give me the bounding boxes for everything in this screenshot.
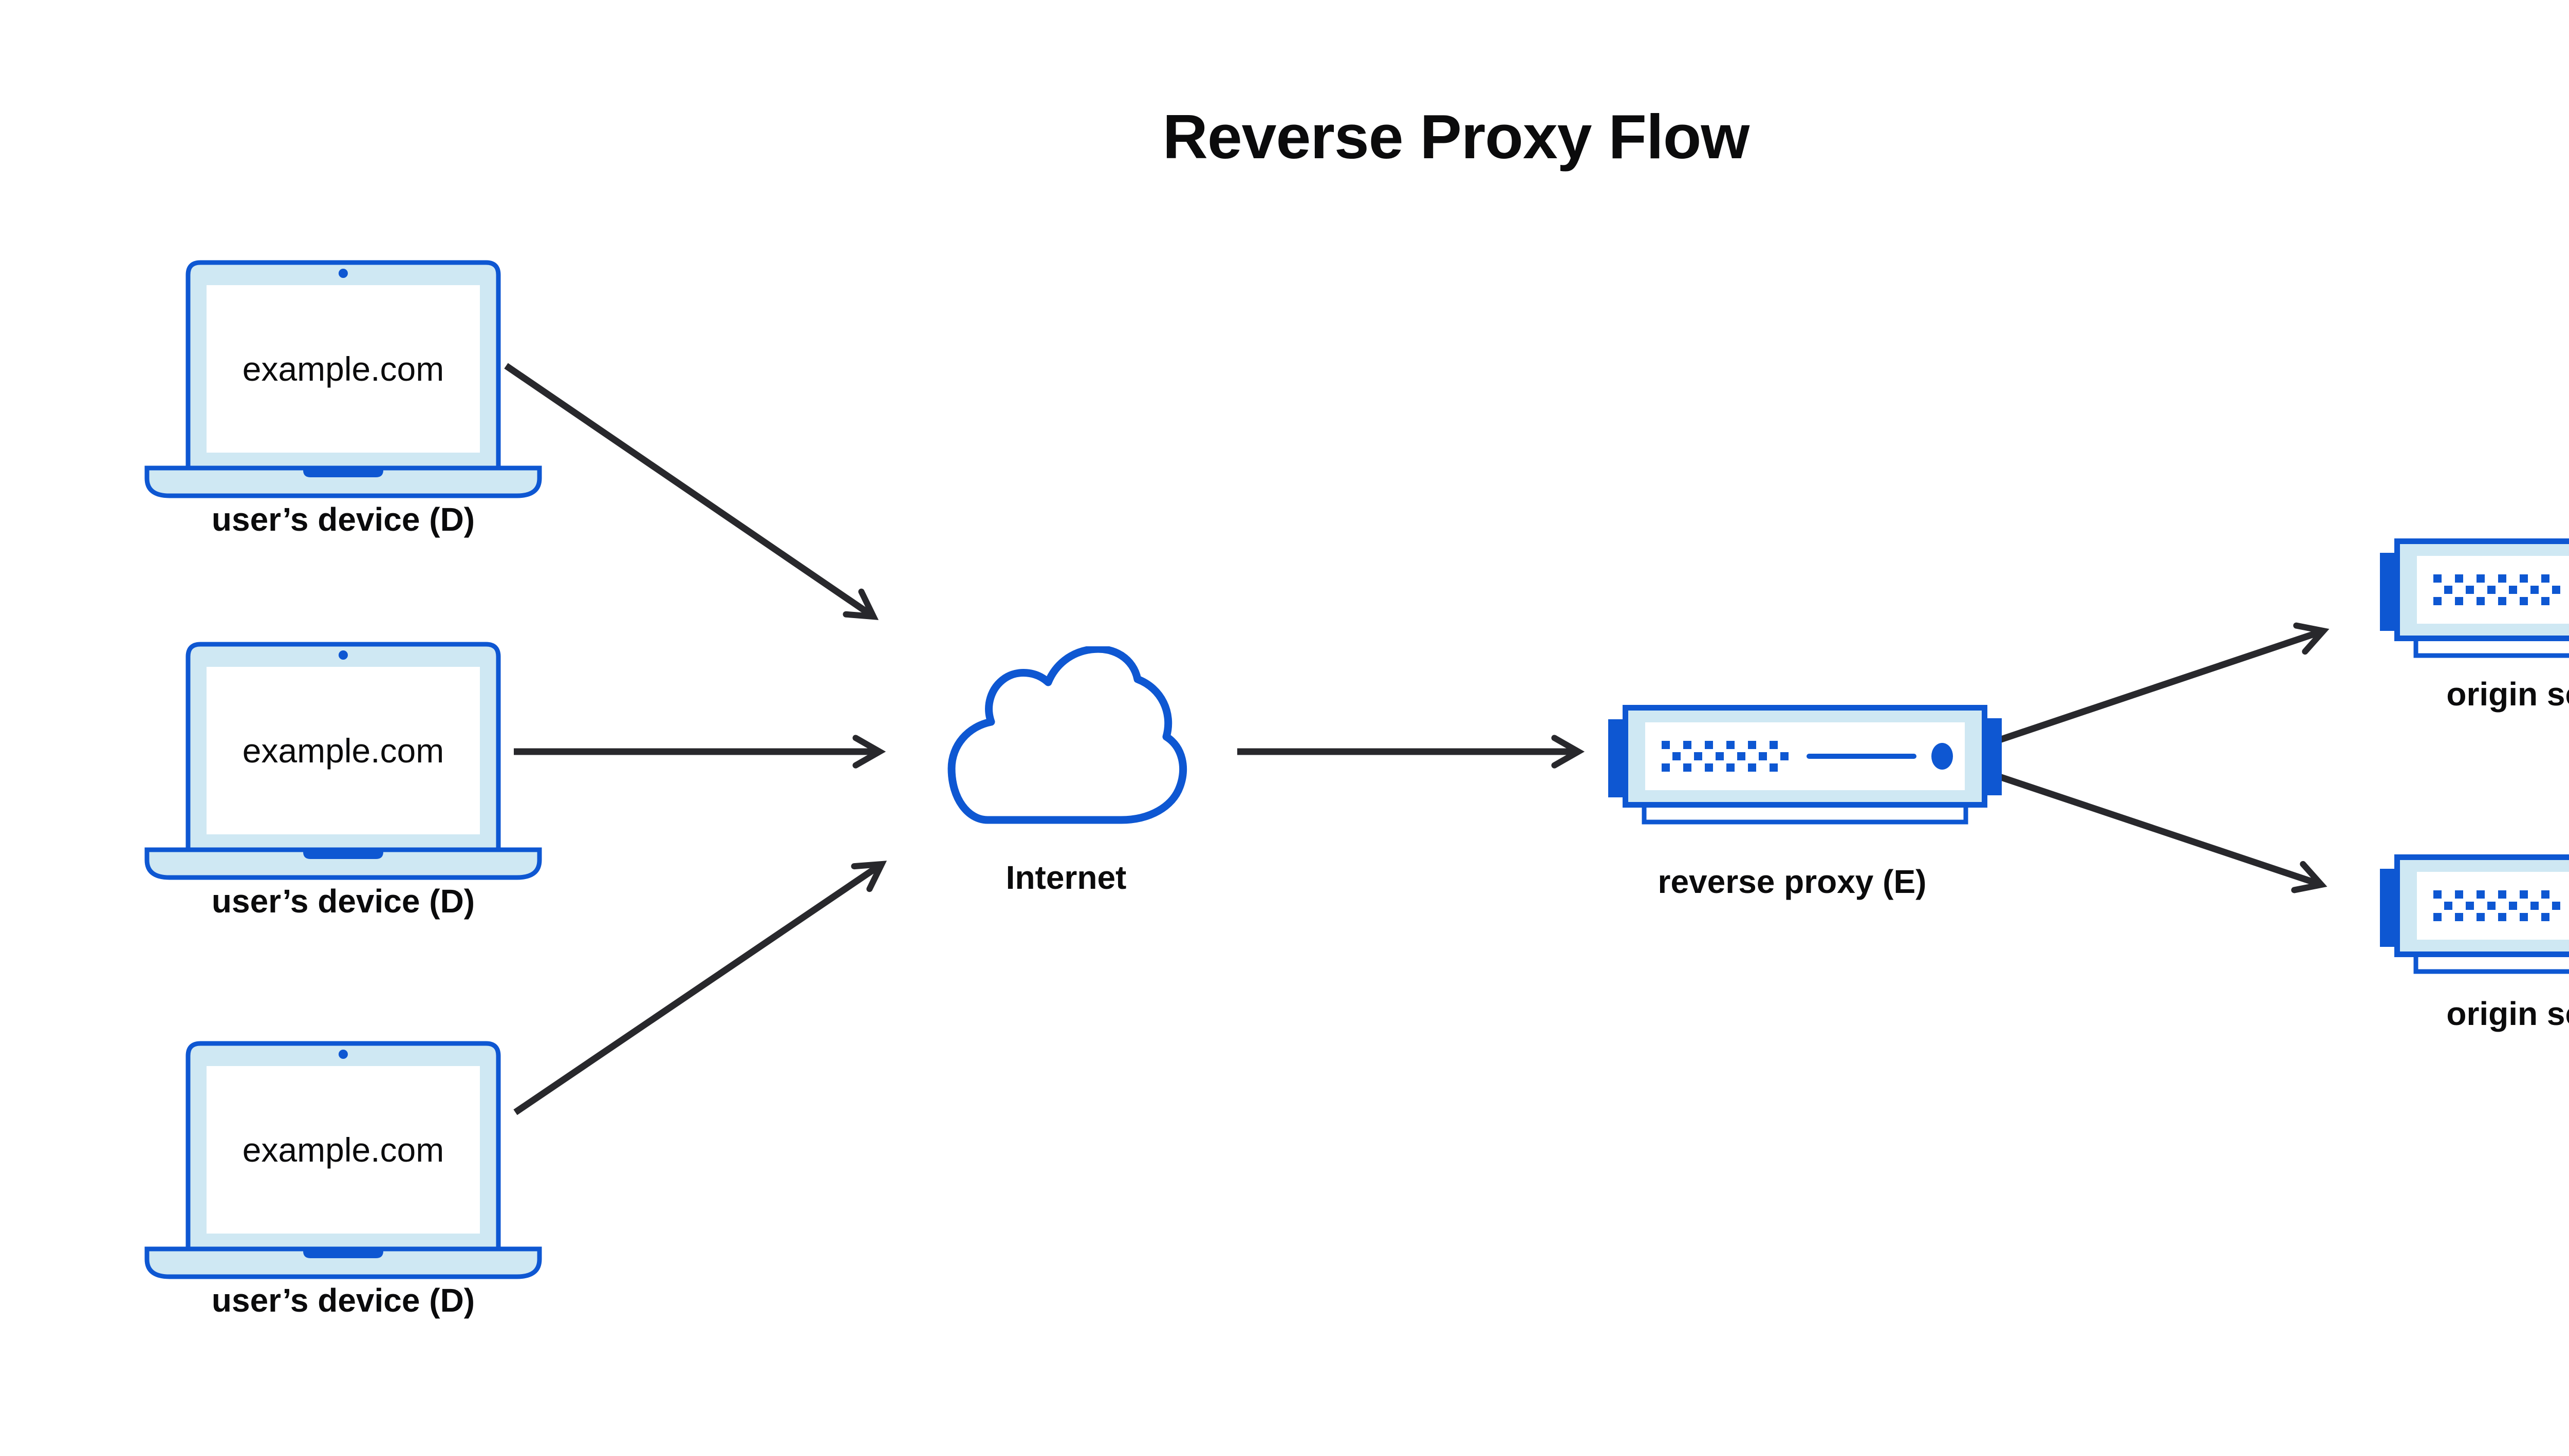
- user-device-3-label: user’s device (D): [211, 1282, 475, 1319]
- laptop-base: [144, 465, 542, 498]
- laptop-base: [144, 847, 542, 880]
- laptop-trackpad-notch: [303, 1249, 383, 1258]
- origin-server-2-label: origin server (F): [2446, 995, 2569, 1032]
- laptop-camera-dot: [339, 1050, 348, 1059]
- server-slot-line: [1807, 754, 1916, 759]
- server-faceplate: [1645, 722, 1965, 790]
- origin-server-2-icon: [2380, 854, 2569, 974]
- user-device-1-label: user’s device (D): [211, 501, 475, 538]
- server-power-dot: [1931, 743, 1953, 770]
- user-device-2-label: user’s device (D): [211, 883, 475, 920]
- arrow-device3-to-internet: [513, 861, 887, 1115]
- laptop-screen: [207, 285, 480, 453]
- laptop-trackpad-notch: [303, 468, 383, 477]
- user-device-3-icon: example.com: [144, 1041, 542, 1279]
- laptop-screen-text: example.com: [243, 1131, 444, 1169]
- laptop-screen: [207, 1066, 480, 1234]
- laptop-screen: [207, 667, 480, 834]
- laptop-base: [144, 1246, 542, 1279]
- arrow-proxy-to-origin2: [1998, 773, 2328, 893]
- laptop-screen-text: example.com: [243, 350, 444, 388]
- server-vent-dots: [1662, 741, 1789, 772]
- reverse-proxy-label: reverse proxy (E): [1658, 863, 1927, 900]
- diagram-title: Reverse Proxy Flow: [1162, 102, 1750, 172]
- internet-cloud-icon: [947, 646, 1187, 824]
- internet-label: Internet: [1006, 859, 1127, 896]
- server-vent-dots: [2433, 890, 2560, 921]
- arrow-proxy-to-origin1: [1998, 622, 2330, 743]
- user-device-1-icon: example.com: [144, 260, 542, 498]
- reverse-proxy-icon: [1608, 705, 2002, 825]
- laptop-camera-dot: [339, 269, 348, 278]
- cloud-shape: [947, 646, 1187, 824]
- server-vent-dots: [2433, 574, 2560, 605]
- laptop-trackpad-notch: [303, 850, 383, 859]
- arrow-device1-to-internet: [504, 363, 879, 620]
- origin-server-1-icon: [2380, 538, 2569, 658]
- user-device-2-icon: example.com: [144, 642, 542, 880]
- origin-server-1-label: origin server (F): [2446, 676, 2569, 713]
- laptop-camera-dot: [339, 650, 348, 660]
- laptop-screen-text: example.com: [243, 732, 444, 770]
